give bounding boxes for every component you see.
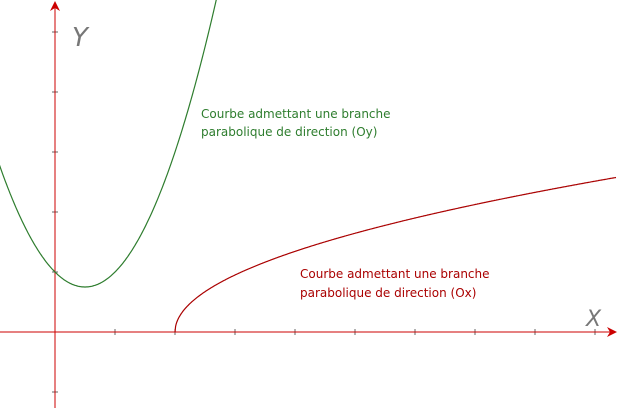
- x-axis-label: X: [585, 307, 602, 332]
- annotation-ox-line1: Courbe admettant une branche: [300, 267, 490, 281]
- red-sqrt-curve: [174, 176, 617, 333]
- annotation-oy-line2: parabolique de direction (Oy): [201, 125, 377, 139]
- annotation-oy-line1: Courbe admettant une branche: [201, 107, 391, 121]
- y-axis-arrow: [50, 1, 60, 11]
- x-axis-arrow: [607, 327, 617, 337]
- y-axis-label: Y: [72, 23, 90, 53]
- green-parabola-curve: [0, 0, 217, 288]
- annotation-ox-line2: parabolique de direction (Ox): [300, 286, 476, 300]
